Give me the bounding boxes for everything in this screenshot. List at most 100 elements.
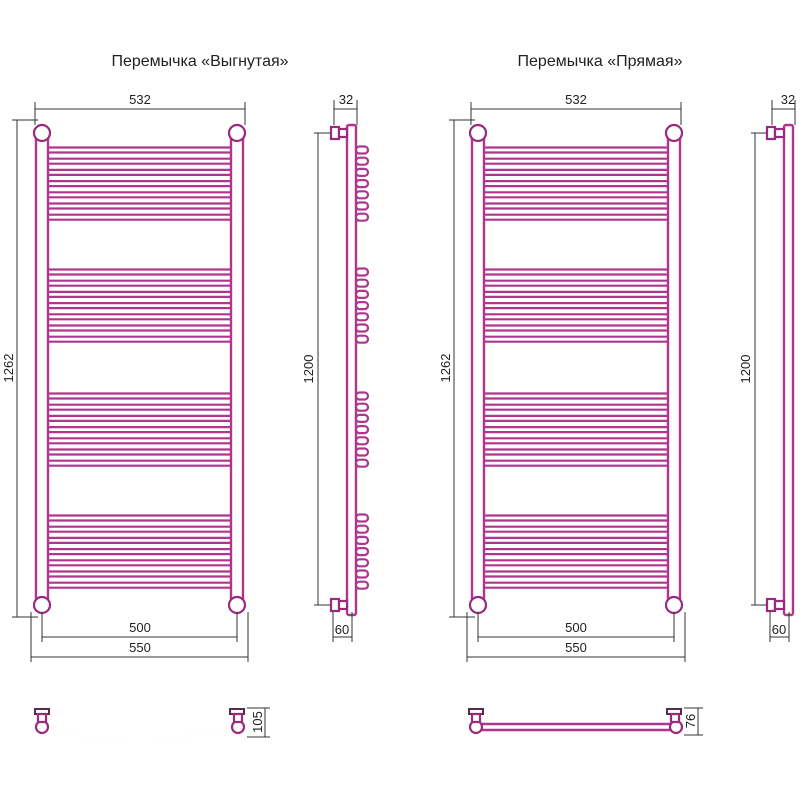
wall-bracket-bottom-stem	[773, 599, 786, 611]
bottom-left-stem	[470, 712, 482, 724]
side-bar-end	[354, 190, 370, 200]
towel-bars	[44, 146, 236, 589]
side-bar-end	[354, 278, 370, 288]
towel-bar	[480, 202, 672, 210]
side-depth-label: 32	[339, 92, 353, 107]
towel-bar	[480, 514, 672, 522]
side-bar-end	[354, 524, 370, 534]
side-bar-ends	[354, 145, 370, 590]
fitting-top-left	[468, 123, 488, 143]
towel-bar	[480, 302, 672, 310]
side-bar-end	[354, 323, 370, 333]
towel-bar	[480, 168, 672, 176]
towel-bar	[44, 570, 236, 578]
towel-bar	[44, 157, 236, 165]
side-view: 32 1200 60	[738, 92, 796, 642]
wall-bracket-top-plate	[329, 125, 341, 141]
towel-bar	[480, 313, 672, 321]
height-label: 1262	[438, 354, 453, 383]
side-bar-end	[354, 402, 370, 412]
towel-bar	[480, 191, 672, 199]
towel-bar	[44, 536, 236, 545]
side-pipe	[782, 123, 795, 617]
bottom-view: 76	[468, 707, 703, 736]
towel-bar	[480, 268, 672, 276]
towel-bar	[44, 324, 236, 332]
fitting-top-right	[664, 123, 684, 143]
bottom-depth-label: 76	[683, 714, 698, 728]
towel-bar	[44, 279, 236, 287]
towel-bar	[44, 168, 236, 176]
top-width-label: 532	[129, 92, 151, 107]
towel-bar	[480, 448, 672, 456]
towel-bar	[480, 437, 672, 445]
height-label: 1262	[1, 354, 16, 383]
towel-bar	[480, 290, 672, 298]
towel-bar	[44, 335, 236, 343]
side-bar-end	[354, 558, 370, 568]
towel-bar	[44, 290, 236, 298]
towel-bar	[480, 547, 672, 556]
side-pipe	[345, 123, 358, 617]
side-bar-end	[354, 301, 370, 311]
wall-bracket-top-stem	[337, 127, 349, 139]
side-bar-end	[354, 413, 370, 423]
side-depth-label: 32	[781, 92, 795, 107]
towel-bar	[480, 180, 672, 188]
towel-bar	[480, 213, 672, 221]
outer-width-label: 550	[129, 640, 151, 655]
bottom-depth-label: 105	[250, 711, 265, 733]
side-bar-end	[354, 458, 370, 468]
side-bar-end	[354, 201, 370, 211]
side-bar-end	[354, 535, 370, 546]
side-bar-end	[354, 425, 370, 435]
fitting-bottom-right	[227, 595, 247, 615]
side-bar-end	[354, 212, 370, 222]
side-bar-end	[354, 447, 370, 457]
right-pipe	[666, 128, 682, 610]
towel-bar	[44, 180, 236, 188]
side-bar-end	[354, 391, 370, 401]
towel-bar	[480, 392, 672, 400]
bottom-left-stem	[36, 712, 48, 724]
towel-bar	[480, 559, 672, 567]
side-bar-end	[354, 312, 370, 322]
towel-bar	[480, 403, 672, 411]
towel-bar	[44, 146, 236, 154]
towel-bar	[44, 459, 236, 467]
towel-bar	[480, 279, 672, 287]
inner-width-label: 500	[565, 620, 587, 635]
fitting-bottom-right	[664, 595, 684, 615]
fitting-bottom-left	[468, 595, 488, 615]
towel-bar	[44, 581, 236, 589]
side-bar-end	[354, 156, 370, 166]
left-pipe	[34, 128, 50, 610]
outer-width-label: 550	[565, 640, 587, 655]
towel-bar	[44, 191, 236, 199]
towel-bar	[480, 536, 672, 545]
variant-straight: Перемычка «Прямая» 532 1262 500	[438, 53, 796, 736]
side-bar-end	[354, 513, 370, 523]
wall-bracket-bottom-plate	[765, 597, 777, 613]
straight-bar-outline	[472, 722, 680, 732]
front-view: 532 1262 500 550	[1, 92, 249, 662]
towel-bar	[44, 437, 236, 445]
side-bar-end	[354, 546, 370, 557]
towel-bar	[44, 559, 236, 567]
towel-bar	[480, 146, 672, 154]
side-bar-end	[354, 267, 370, 277]
side-offset-label: 60	[772, 622, 786, 637]
towel-bar	[44, 403, 236, 411]
side-height-label: 1200	[738, 355, 753, 384]
towel-bar	[44, 414, 236, 422]
bottom-view: 105	[34, 707, 270, 743]
side-bar-end	[354, 289, 370, 299]
wall-bracket-top-stem	[773, 127, 786, 139]
side-bar-end	[354, 167, 370, 177]
side-height-label: 1200	[301, 355, 316, 384]
side-bar-end	[354, 569, 370, 579]
towel-bar	[44, 547, 236, 556]
bottom-right-stem	[669, 712, 681, 724]
top-width-label: 532	[565, 92, 587, 107]
